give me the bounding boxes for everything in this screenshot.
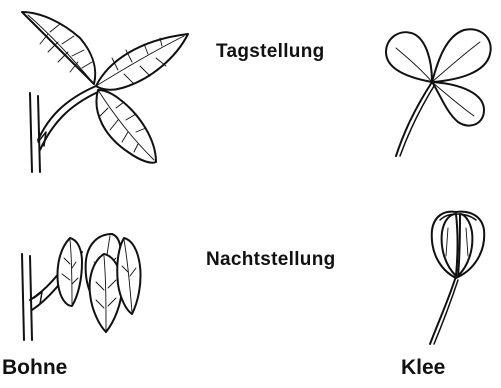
bean-day-leaflet-left [22, 12, 95, 84]
day-position-label: Tagstellung [216, 42, 325, 61]
bean-night-illustration [22, 234, 141, 340]
clover-night-illustration [430, 212, 484, 344]
bean-night-leaflet-back [58, 238, 83, 306]
bean-day-illustration [22, 12, 188, 172]
bean-day-leaflet-right [96, 34, 188, 90]
night-position-label: Nachtstellung [206, 250, 336, 269]
clover-label: Klee [401, 357, 445, 378]
bean-label: Bohne [2, 357, 67, 378]
clover-day-illustration [386, 29, 491, 156]
